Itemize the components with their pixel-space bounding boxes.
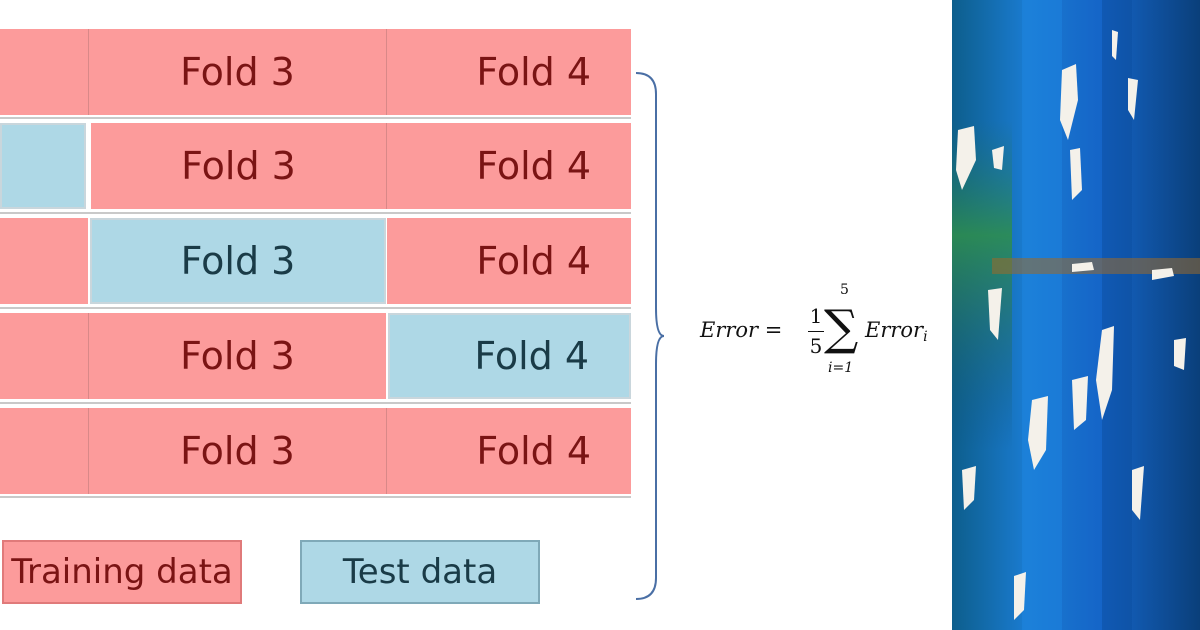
fold3-label: Fold 3: [180, 239, 296, 283]
fold4-label: Fold 4: [476, 429, 591, 473]
fold-row-1: Fold 3 Fold 4: [0, 29, 631, 117]
fold4-label: Fold 4: [474, 334, 589, 378]
legend-training-data: Training data: [2, 540, 242, 604]
fold-cell-c1: [0, 29, 88, 115]
fold3-label: Fold 3: [181, 144, 296, 188]
fold4-label: Fold 4: [476, 50, 591, 94]
formula-frac-num: 1: [809, 304, 823, 328]
legend-training-label: Training data: [11, 552, 233, 592]
fold-cell-fold4: Fold 4: [387, 123, 631, 209]
formula-lhs: Error =: [700, 318, 783, 342]
formula-frac-bar: [808, 331, 824, 332]
fold4-label: Fold 4: [476, 144, 591, 188]
fold3-label: Fold 3: [180, 334, 295, 378]
error-formula: Error = 1 5 ∑ 5 i=1 Errori: [700, 282, 950, 380]
legend-test-label: Test data: [342, 552, 498, 592]
abstract-paint-photo: [952, 0, 1200, 630]
fold-cell-fold4: Fold 4: [388, 313, 631, 399]
fold-cell-fold3: Fold 3: [89, 408, 386, 494]
right-brace-icon: [635, 72, 665, 600]
sum-symbol: ∑: [824, 300, 859, 356]
fold-cell-fold3: Fold 3: [90, 218, 386, 304]
fold-row-5: Fold 3 Fold 4: [0, 408, 631, 496]
formula-frac-den: 5: [809, 334, 823, 358]
fold-cell-fold3: Fold 3: [91, 123, 386, 209]
fold-cell-fold4: Fold 4: [387, 29, 631, 115]
sum-upper-limit: 5: [840, 282, 849, 298]
fold3-label: Fold 3: [180, 50, 295, 94]
fold3-label: Fold 3: [180, 429, 295, 473]
fold4-label: Fold 4: [476, 239, 591, 283]
fold-row-3: Fold 3 Fold 4: [0, 218, 631, 306]
fold-cell-c1: [0, 408, 88, 494]
legend-test-data: Test data: [300, 540, 540, 604]
fold-cell-fold3: Fold 3: [89, 29, 386, 115]
sum-lower-limit: i=1: [828, 360, 854, 376]
fold-cell-fold4: Fold 4: [387, 218, 631, 304]
fold-cell-fold4: Fold 4: [387, 408, 631, 494]
fold-cell-fold3: Fold 3: [89, 313, 386, 399]
formula-term: Errori: [865, 318, 928, 345]
fold-cell-c1: [0, 218, 88, 304]
fold-cell-c1: [0, 313, 88, 399]
fold-row-4: Fold 3 Fold 4: [0, 313, 631, 401]
fold-row-2: Fold 3 Fold 4: [0, 123, 631, 211]
fold-cell-c1: [0, 123, 86, 209]
